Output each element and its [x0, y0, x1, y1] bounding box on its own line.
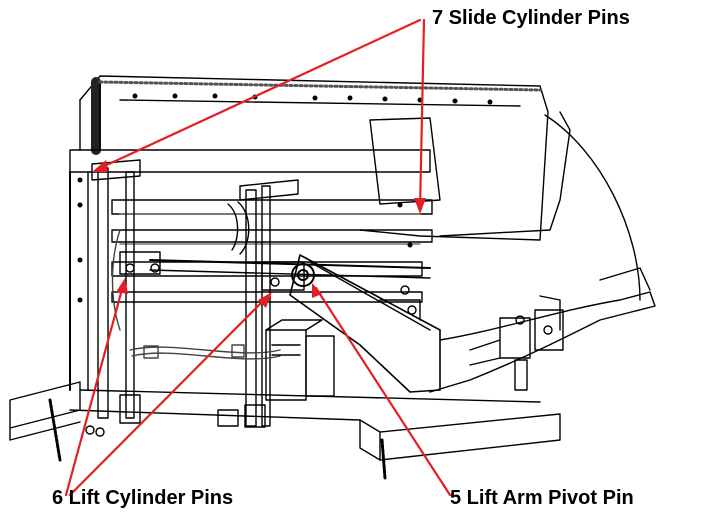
- arrowhead-pivot: [312, 283, 322, 298]
- extension-arm: [429, 267, 656, 393]
- transformer-box: [265, 319, 335, 401]
- leader-pivot-pin: [314, 286, 452, 497]
- arrowhead-lift-left: [116, 278, 128, 294]
- callout-lift-cylinder-pins: 6 Lift Cylinder Pins: [52, 487, 234, 509]
- callout-slide-cylinder-pins: 7 Slide Cylinder Pins: [432, 7, 630, 29]
- lift-cylinders: [119, 251, 431, 291]
- arrowhead-lift-right: [258, 292, 272, 308]
- base-frame: [9, 381, 561, 480]
- arrowhead-slide-right: [414, 198, 426, 214]
- top-hopper: [79, 75, 641, 301]
- leader-slide-pin-right: [418, 18, 426, 212]
- hoses: [111, 229, 281, 360]
- leader-slide-pin-left: [94, 18, 422, 172]
- lift-arm: [289, 254, 441, 393]
- leader-lines: [64, 18, 452, 497]
- arrowhead-slide-left: [92, 160, 108, 172]
- leader-lift-pin-left: [64, 280, 126, 497]
- callout-lift-arm-pivot-pin: 5 Lift Arm Pivot Pin: [450, 487, 634, 509]
- leader-arrowheads: [92, 160, 426, 308]
- leader-lift-pin-right: [68, 294, 270, 497]
